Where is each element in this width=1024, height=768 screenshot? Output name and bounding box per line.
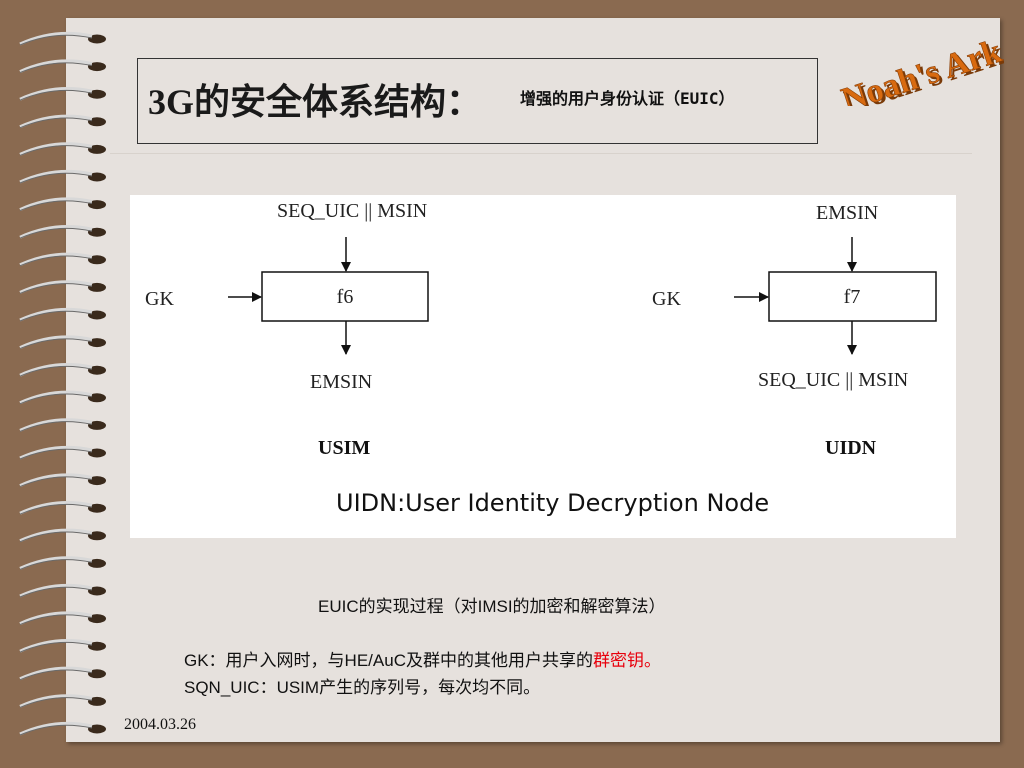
divider — [110, 153, 972, 154]
binding-ring — [19, 197, 106, 212]
noahs-ark-logo: Noah's Ark Noah's Ark — [837, 32, 1004, 106]
binding-ring — [19, 252, 106, 267]
title-box: 3G的安全体系结构： 增强的用户身份认证（EUIC） — [137, 58, 818, 144]
f6-output-label: EMSIN — [310, 371, 372, 393]
binding-ring — [19, 87, 106, 101]
binding-ring — [19, 335, 106, 350]
binding-ring — [19, 556, 106, 570]
logo-text: Noah's Ark — [837, 33, 1004, 106]
slide-date: 2004.03.26 — [124, 716, 196, 733]
f7-input-left-label: GK — [652, 288, 681, 310]
binding-ring — [19, 59, 106, 74]
binding-ring — [19, 390, 106, 405]
binding-ring — [19, 611, 106, 626]
uidn-caption: UIDN — [825, 437, 877, 459]
f7-box — [768, 271, 937, 322]
f6-input-top-label: SEQ_UIC || MSIN — [277, 200, 427, 222]
f6-label: f6 — [337, 286, 354, 308]
note-sqn: SQN_UIC：USIM产生的序列号，每次均不同。 — [184, 678, 541, 697]
binding-ring — [19, 583, 106, 598]
binding-ring — [19, 169, 106, 184]
f7-label: f7 — [844, 286, 861, 308]
note-gk-highlight: 群密钥。 — [592, 651, 661, 670]
notes-heading: EUIC的实现过程（对IMSI的加密和解密算法） — [318, 597, 666, 616]
note-gk: GK：用户入网时，与HE/AuC及群中的其他用户共享的群密钥。 — [184, 646, 661, 671]
binding-ring — [19, 31, 106, 46]
page-title: 3G的安全体系结构： — [148, 82, 483, 122]
spiral-binding — [19, 31, 106, 736]
binding-ring — [19, 694, 106, 708]
binding-ring — [19, 225, 106, 239]
binding-ring — [19, 666, 106, 681]
f7-block: EMSIN GK f7 SEQ_UIC || MSIN UIDN — [652, 202, 937, 459]
f7-output-label: SEQ_UIC || MSIN — [758, 369, 908, 391]
euic-diagram: SEQ_UIC || MSIN GK f6 EMSIN USIM EMSIN G… — [130, 195, 956, 538]
page-subtitle: 增强的用户身份认证（EUIC） — [520, 89, 735, 108]
f6-box — [261, 271, 429, 322]
binding-ring — [19, 418, 106, 432]
binding-ring — [19, 142, 106, 156]
binding-ring — [19, 721, 106, 736]
binding-ring — [19, 363, 106, 377]
f7-input-top-label: EMSIN — [816, 202, 878, 224]
binding-ring — [19, 639, 106, 653]
note-gk-text: GK：用户入网时，与HE/AuC及群中的其他用户共享的 — [184, 651, 593, 670]
binding-ring — [19, 445, 106, 460]
binding-ring — [19, 501, 106, 515]
binding-ring — [19, 114, 106, 129]
diagram-footer: UIDN:User Identity Decryption Node — [336, 489, 769, 517]
usim-caption: USIM — [318, 437, 370, 459]
binding-ring — [19, 280, 106, 294]
binding-ring — [19, 528, 106, 543]
f6-input-left-label: GK — [145, 288, 174, 310]
binding-ring — [19, 307, 106, 322]
f6-block: SEQ_UIC || MSIN GK f6 EMSIN USIM — [145, 200, 429, 459]
binding-ring — [19, 473, 106, 488]
